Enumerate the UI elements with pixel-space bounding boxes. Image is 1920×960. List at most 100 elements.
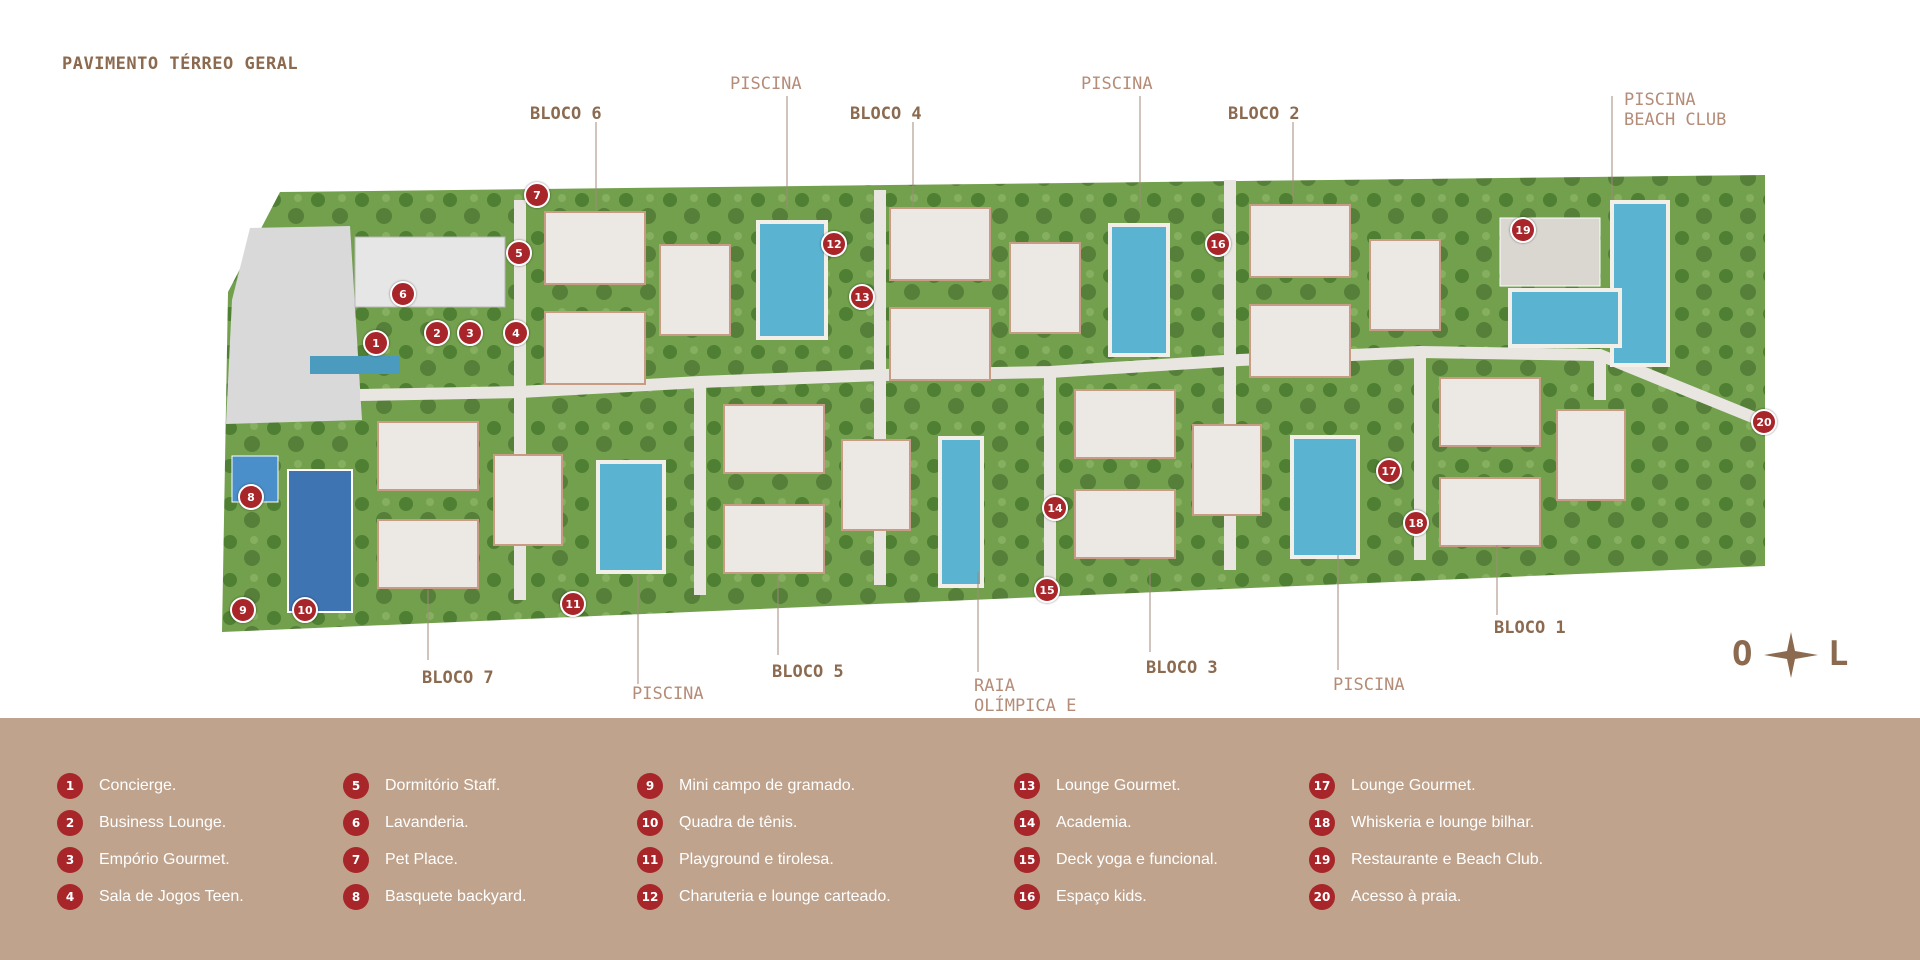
legend-text: Lounge Gourmet. <box>1351 777 1476 794</box>
leader-lines <box>427 96 1613 684</box>
legend-text: Quadra de tênis. <box>679 814 798 831</box>
compass-west-label: O <box>1732 634 1753 674</box>
label-piscina-top-2: PISCINA <box>1081 74 1153 94</box>
map-pin-10[interactable]: 10 <box>292 597 318 623</box>
label-bloco-1: BLOCO 1 <box>1494 618 1566 638</box>
legend-number: 7 <box>343 847 369 873</box>
legend-number: 1 <box>57 773 83 799</box>
pools <box>596 200 1670 588</box>
map-pin-7[interactable]: 7 <box>524 182 550 208</box>
label-piscina-beach-club: PISCINA BEACH CLUB <box>1624 90 1727 130</box>
legend-item-1: 1 Concierge. <box>57 771 176 801</box>
legend-number: 18 <box>1309 810 1335 836</box>
legend-number: 3 <box>57 847 83 873</box>
legend-text: Deck yoga e funcional. <box>1056 851 1218 868</box>
legend-number: 13 <box>1014 773 1040 799</box>
map-pin-14[interactable]: 14 <box>1042 495 1068 521</box>
legend-text: Concierge. <box>99 777 177 794</box>
map-pin-18[interactable]: 18 <box>1403 510 1429 536</box>
compass-star-icon <box>1764 632 1818 678</box>
map-pin-2[interactable]: 2 <box>424 320 450 346</box>
map-pin-16[interactable]: 16 <box>1205 231 1231 257</box>
legend-text: Playground e tirolesa. <box>679 851 834 868</box>
legend-panel: 1 Concierge. 2 Business Lounge. 3 Empório G… <box>0 718 1920 960</box>
legend-item-17: 17 Lounge Gourmet. <box>1309 771 1476 801</box>
label-bloco-3: BLOCO 3 <box>1146 658 1218 678</box>
label-bloco-2: BLOCO 2 <box>1228 104 1300 124</box>
legend-text: Pet Place. <box>385 851 458 868</box>
map-pin-11[interactable]: 11 <box>560 591 586 617</box>
legend-item-7: 7 Pet Place. <box>343 845 458 875</box>
label-piscina-top-1: PISCINA <box>730 74 802 94</box>
legend-text: Business Lounge. <box>99 814 227 831</box>
legend-number: 5 <box>343 773 369 799</box>
legend-number: 9 <box>637 773 663 799</box>
map-pin-19[interactable]: 19 <box>1510 217 1536 243</box>
legend-number: 4 <box>57 884 83 910</box>
label-piscina-bottom-1: PISCINA <box>632 684 704 704</box>
map-pin-9[interactable]: 9 <box>230 597 256 623</box>
label-piscina-bottom-2: PISCINA <box>1333 675 1405 695</box>
legend-text: Acesso à praia. <box>1351 888 1462 905</box>
label-bloco-7: BLOCO 7 <box>422 668 494 688</box>
legend-number: 8 <box>343 884 369 910</box>
legend-number: 2 <box>57 810 83 836</box>
legend-number: 6 <box>343 810 369 836</box>
legend-item-2: 2 Business Lounge. <box>57 808 226 838</box>
map-pin-20[interactable]: 20 <box>1751 409 1777 435</box>
legend-text: Lavanderia. <box>385 814 469 831</box>
legend-text: Whiskeria e lounge bilhar. <box>1351 814 1535 831</box>
legend-item-12: 12 Charuteria e lounge carteado. <box>637 882 891 912</box>
legend-item-20: 20 Acesso à praia. <box>1309 882 1461 912</box>
legend-number: 15 <box>1014 847 1040 873</box>
legend-number: 14 <box>1014 810 1040 836</box>
map-pin-13[interactable]: 13 <box>849 284 875 310</box>
legend-text: Empório Gourmet. <box>99 851 230 868</box>
map-pin-8[interactable]: 8 <box>238 484 264 510</box>
map-pin-15[interactable]: 15 <box>1034 577 1060 603</box>
map-pin-6[interactable]: 6 <box>390 281 416 307</box>
map-pin-4[interactable]: 4 <box>503 320 529 346</box>
legend-number: 17 <box>1309 773 1335 799</box>
legend-text: Basquete backyard. <box>385 888 527 905</box>
legend-number: 10 <box>637 810 663 836</box>
legend-item-4: 4 Sala de Jogos Teen. <box>57 882 244 912</box>
legend-text: Dormitório Staff. <box>385 777 501 794</box>
legend-text: Mini campo de gramado. <box>679 777 856 794</box>
legend-number: 20 <box>1309 884 1335 910</box>
legend-text: Charuteria e lounge carteado. <box>679 888 891 905</box>
label-bloco-5: BLOCO 5 <box>772 662 844 682</box>
label-bloco-6: BLOCO 6 <box>530 104 602 124</box>
map-pin-1[interactable]: 1 <box>363 330 389 356</box>
legend-item-15: 15 Deck yoga e funcional. <box>1014 845 1218 875</box>
page-title: PAVIMENTO TÉRREO GERAL <box>62 54 299 74</box>
legend-text: Espaço kids. <box>1056 888 1147 905</box>
legend-item-19: 19 Restaurante e Beach Club. <box>1309 845 1543 875</box>
map-pin-5[interactable]: 5 <box>506 240 532 266</box>
label-bloco-4: BLOCO 4 <box>850 104 922 124</box>
legend-text: Academia. <box>1056 814 1132 831</box>
compass-east-label: L <box>1828 634 1849 674</box>
legend-number: 12 <box>637 884 663 910</box>
service-building <box>354 236 506 308</box>
legend-item-3: 3 Empório Gourmet. <box>57 845 230 875</box>
tennis-court <box>287 469 353 613</box>
legend-text: Restaurante e Beach Club. <box>1351 851 1544 868</box>
legend-item-10: 10 Quadra de tênis. <box>637 808 797 838</box>
legend-item-14: 14 Academia. <box>1014 808 1132 838</box>
legend-item-18: 18 Whiskeria e lounge bilhar. <box>1309 808 1534 838</box>
legend-item-11: 11 Playground e tirolesa. <box>637 845 834 875</box>
legend-number: 11 <box>637 847 663 873</box>
legend-item-6: 6 Lavanderia. <box>343 808 469 838</box>
map-pin-3[interactable]: 3 <box>457 320 483 346</box>
clubhouse-pool <box>310 356 400 374</box>
legend-item-5: 5 Dormitório Staff. <box>343 771 500 801</box>
legend-text: Sala de Jogos Teen. <box>99 888 244 905</box>
parking-area <box>226 226 362 424</box>
map-pin-17[interactable]: 17 <box>1376 458 1402 484</box>
legend-number: 19 <box>1309 847 1335 873</box>
residential-blocks <box>377 204 1626 589</box>
map-pin-12[interactable]: 12 <box>821 231 847 257</box>
